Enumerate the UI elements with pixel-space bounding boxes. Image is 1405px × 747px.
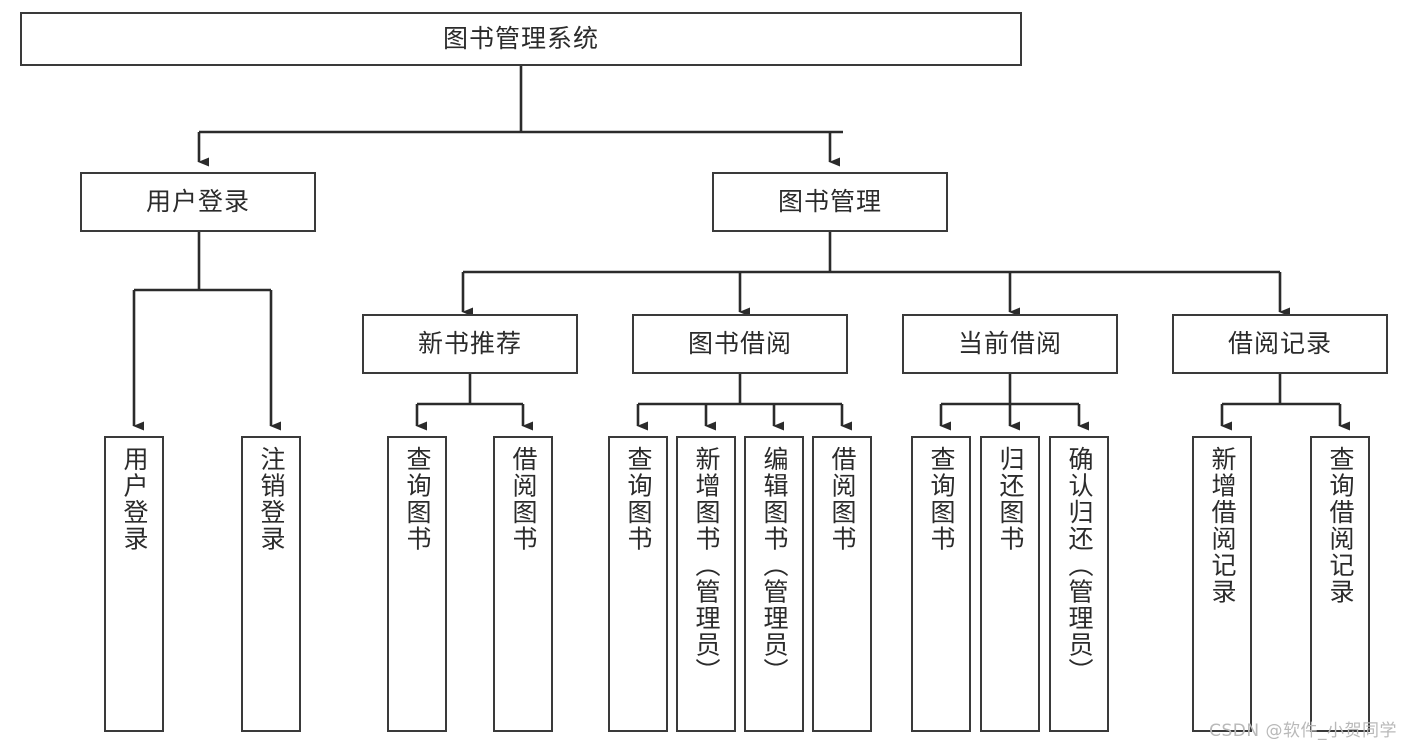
leaf-label: 新增借阅记录 — [1208, 446, 1237, 605]
leaf-label: 注销登录 — [257, 446, 286, 552]
node-borrow-record-label: 借阅记录 — [1227, 329, 1332, 358]
leaf-book-borrow-edit-book-admin[interactable]: 编辑图书（管理员） — [744, 436, 804, 732]
node-root-label: 图书管理系统 — [442, 24, 599, 53]
leaf-label: 归还图书 — [996, 446, 1025, 552]
leaf-label: 借阅图书 — [509, 446, 538, 552]
leaf-borrow-record-query-record[interactable]: 查询借阅记录 — [1310, 436, 1370, 732]
leaf-borrow-record-add-record[interactable]: 新增借阅记录 — [1192, 436, 1252, 732]
leaf-label: 查询借阅记录 — [1326, 446, 1355, 605]
node-root-book-management-system[interactable]: 图书管理系统 — [20, 12, 1022, 66]
leaf-book-borrow-add-book-admin[interactable]: 新增图书（管理员） — [676, 436, 736, 732]
leaf-user-login-logout[interactable]: 注销登录 — [241, 436, 301, 732]
leaf-new-book-borrow-book[interactable]: 借阅图书 — [493, 436, 553, 732]
leaf-label: 查询图书 — [624, 446, 653, 552]
node-borrow-record[interactable]: 借阅记录 — [1172, 314, 1388, 374]
leaf-book-borrow-borrow-book[interactable]: 借阅图书 — [812, 436, 872, 732]
node-current-borrow[interactable]: 当前借阅 — [902, 314, 1118, 374]
leaf-label: 查询图书 — [927, 446, 956, 552]
node-current-borrow-label: 当前借阅 — [957, 329, 1062, 358]
node-book-management[interactable]: 图书管理 — [712, 172, 948, 232]
node-book-borrow[interactable]: 图书借阅 — [632, 314, 848, 374]
leaf-user-login-do-login[interactable]: 用户登录 — [104, 436, 164, 732]
leaf-label: 用户登录 — [120, 446, 149, 552]
leaf-label: 确认归还（管理员） — [1065, 446, 1094, 685]
leaf-book-borrow-query-book[interactable]: 查询图书 — [608, 436, 668, 732]
leaf-new-book-query-book[interactable]: 查询图书 — [387, 436, 447, 732]
node-new-book-recommend-label: 新书推荐 — [417, 329, 522, 358]
leaf-label: 查询图书 — [403, 446, 432, 552]
node-user-login-label: 用户登录 — [145, 187, 250, 216]
node-new-book-recommend[interactable]: 新书推荐 — [362, 314, 578, 374]
leaf-current-borrow-return-book[interactable]: 归还图书 — [980, 436, 1040, 732]
leaf-label: 新增图书（管理员） — [692, 446, 721, 685]
leaf-current-borrow-confirm-return-admin[interactable]: 确认归还（管理员） — [1049, 436, 1109, 732]
csdn-watermark: CSDN @软件_小贺同学 — [1209, 721, 1397, 741]
node-book-borrow-label: 图书借阅 — [687, 329, 792, 358]
leaf-label: 编辑图书（管理员） — [760, 446, 789, 685]
leaf-label: 借阅图书 — [828, 446, 857, 552]
node-user-login[interactable]: 用户登录 — [80, 172, 316, 232]
node-book-management-label: 图书管理 — [777, 187, 882, 216]
leaf-current-borrow-query-book[interactable]: 查询图书 — [911, 436, 971, 732]
